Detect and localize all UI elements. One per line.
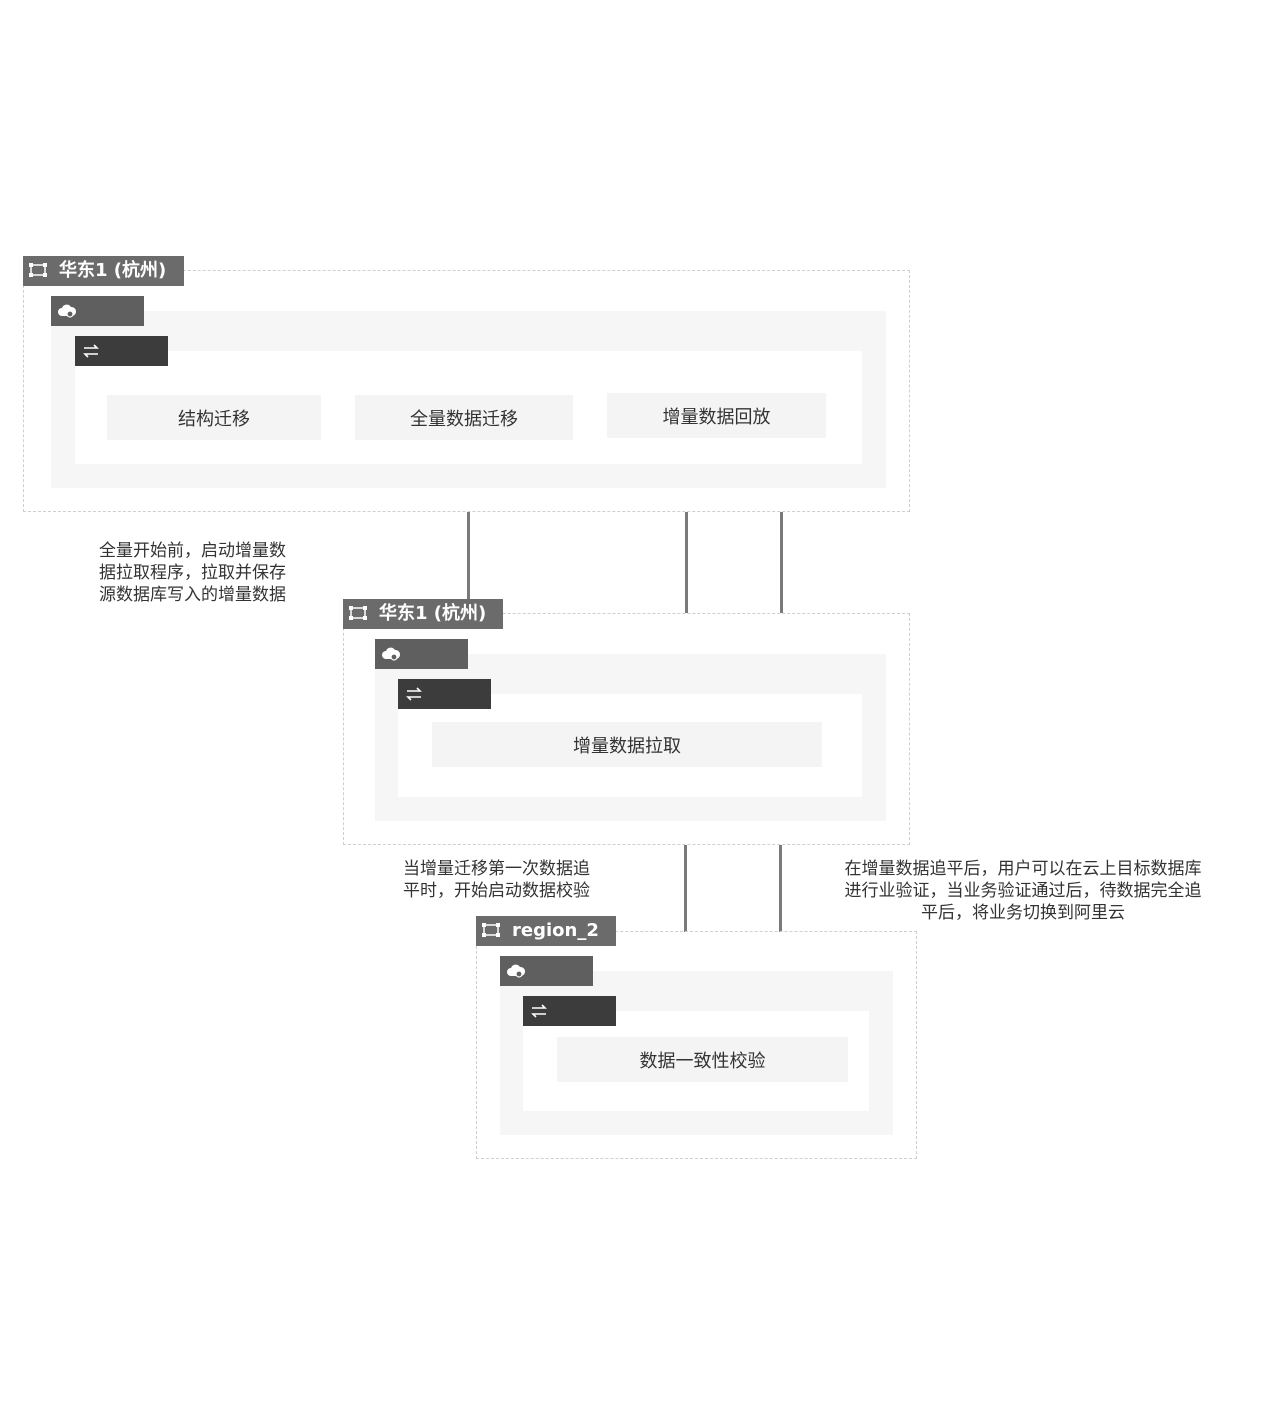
region-2-boundary bbox=[343, 613, 910, 845]
step-incremental-pull: 增量数据拉取 bbox=[432, 722, 822, 767]
region-1-sync-tag bbox=[75, 336, 168, 366]
connector-pull-to-verify-2 bbox=[779, 845, 782, 932]
cloud-icon bbox=[507, 964, 526, 978]
step-data-consistency-check: 数据一致性校验 bbox=[557, 1037, 848, 1082]
region-2-label: 华东1 (杭州) bbox=[343, 599, 503, 629]
region-2-sync-tag bbox=[398, 679, 491, 709]
region-1-cloud-tag bbox=[51, 296, 144, 326]
note-business-switch: 在增量数据追平后，用户可以在云上目标数据库 进行业验证，当业务验证通过后，待数据… bbox=[818, 858, 1228, 924]
region-icon bbox=[482, 923, 500, 937]
note-1-line-2: 据拉取程序，拉取并保存 bbox=[99, 563, 286, 583]
note-3-line-1: 在增量数据追平后，用户可以在云上目标数据库 bbox=[844, 859, 1202, 879]
connector-pull-to-verify-1 bbox=[684, 845, 687, 932]
sync-arrows-icon bbox=[83, 344, 99, 358]
note-1-line-1: 全量开始前，启动增量数 bbox=[99, 541, 286, 561]
connector-full-to-pull bbox=[467, 512, 470, 600]
region-3-label-text: region_2 bbox=[512, 920, 599, 941]
region-1-boundary bbox=[23, 270, 910, 512]
region-3-cloud-tag bbox=[500, 956, 593, 986]
step-schema-migration: 结构迁移 bbox=[107, 395, 321, 440]
cloud-icon bbox=[58, 304, 77, 318]
note-2-line-1: 当增量迁移第一次数据追 bbox=[403, 859, 590, 879]
cloud-icon bbox=[382, 647, 401, 661]
region-1-label-text: 华东1 (杭州) bbox=[59, 260, 167, 281]
sync-arrows-icon bbox=[406, 687, 422, 701]
region-icon bbox=[29, 263, 47, 277]
note-incremental-pull: 全量开始前，启动增量数 据拉取程序，拉取并保存 源数据库写入的增量数据 bbox=[99, 540, 339, 606]
connector-replay-to-pull-2 bbox=[780, 512, 783, 613]
connector-replay-to-pull-1 bbox=[685, 512, 688, 613]
region-1-label: 华东1 (杭州) bbox=[23, 256, 184, 286]
note-1-line-3: 源数据库写入的增量数据 bbox=[99, 585, 286, 605]
region-3-sync-tag bbox=[523, 996, 616, 1026]
region-3-boundary bbox=[476, 931, 917, 1159]
step-full-data-migration: 全量数据迁移 bbox=[355, 395, 573, 440]
sync-arrows-icon bbox=[531, 1004, 547, 1018]
region-2-cloud-tag bbox=[375, 639, 468, 669]
note-3-line-3: 平后，将业务切换到阿里云 bbox=[921, 903, 1125, 923]
note-2-line-2: 平时，开始启动数据校验 bbox=[403, 881, 590, 901]
note-3-line-2: 进行业验证，当业务验证通过后，待数据完全追 bbox=[844, 881, 1202, 901]
note-start-verification: 当增量迁移第一次数据追 平时，开始启动数据校验 bbox=[403, 858, 643, 902]
region-2-label-text: 华东1 (杭州) bbox=[379, 603, 487, 624]
region-3-label: region_2 bbox=[476, 916, 616, 946]
region-icon bbox=[349, 606, 367, 620]
step-incremental-replay: 增量数据回放 bbox=[607, 393, 826, 438]
